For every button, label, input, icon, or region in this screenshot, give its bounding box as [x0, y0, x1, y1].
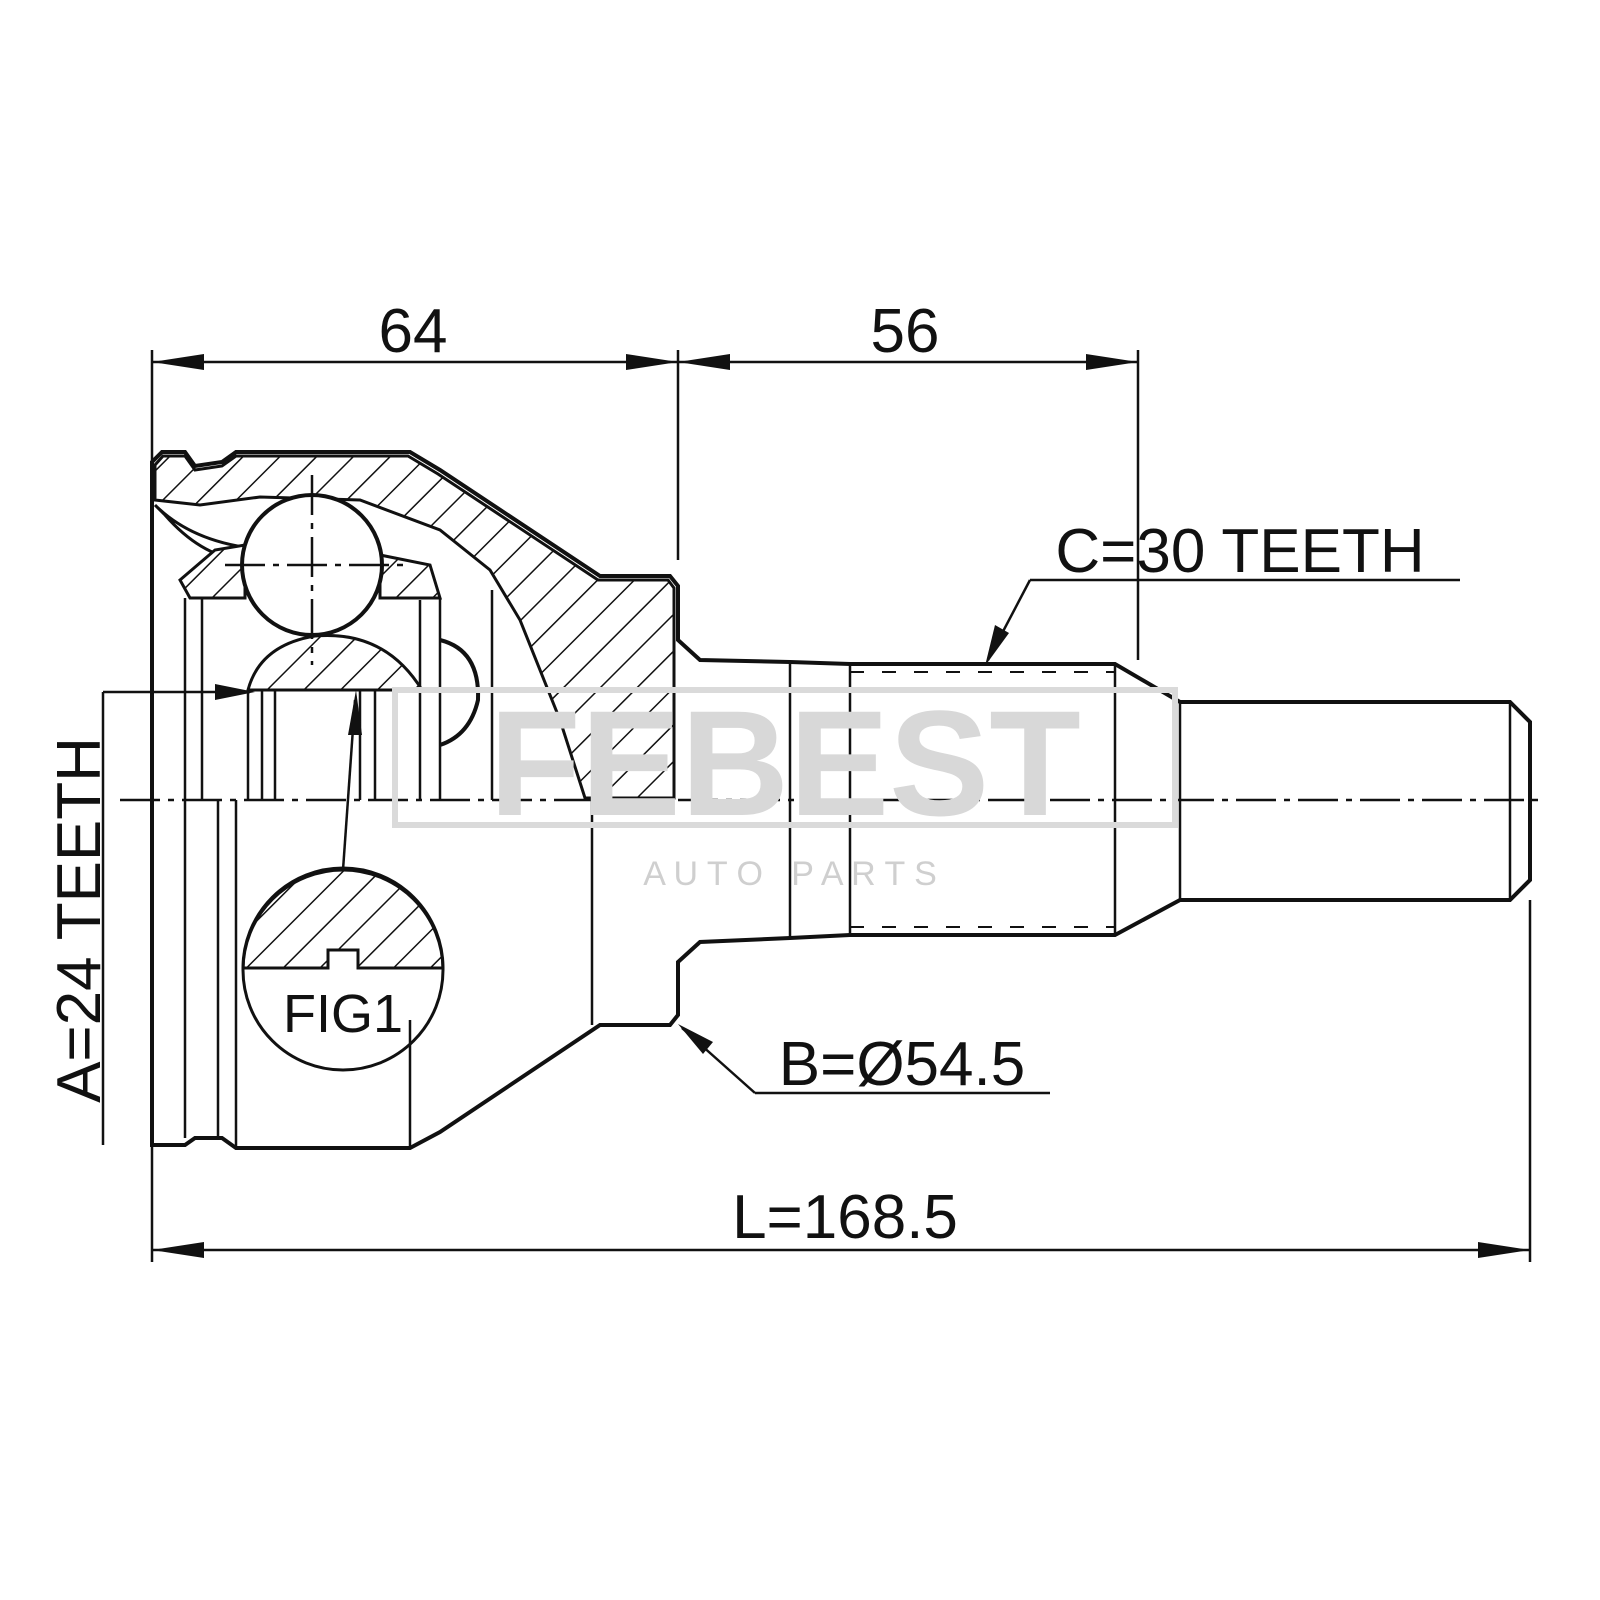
fig1-label: FIG1: [283, 984, 403, 1044]
total-length-label: L=168.5: [732, 1183, 958, 1252]
watermark: FEBEST A U T O P A R T S: [392, 679, 1178, 893]
fig1-detail: FIG1: [241, 690, 445, 1072]
outer-spline-callout: C=30 TEETH: [985, 517, 1460, 666]
watermark-brand: FEBEST: [489, 679, 1081, 847]
joint-housing: [150, 450, 1532, 1150]
inner-spline-label: A=24 TEETH: [45, 737, 114, 1103]
dimension-64: 64: [152, 297, 678, 370]
seal-diameter-callout: B=Ø54.5: [678, 1024, 1050, 1099]
seal-diameter-label: B=Ø54.5: [779, 1030, 1025, 1099]
dimension-total-length: L=168.5: [152, 1183, 1530, 1258]
outer-spline-label: C=30 TEETH: [1055, 517, 1424, 586]
dimension-56-label: 56: [871, 297, 940, 366]
watermark-subtitle: A U T O P A R T S: [643, 855, 937, 893]
dimension-64-label: 64: [379, 297, 448, 366]
inner-spline-callout: A=24 TEETH: [45, 684, 255, 1145]
dimension-56: 56: [678, 297, 1138, 370]
